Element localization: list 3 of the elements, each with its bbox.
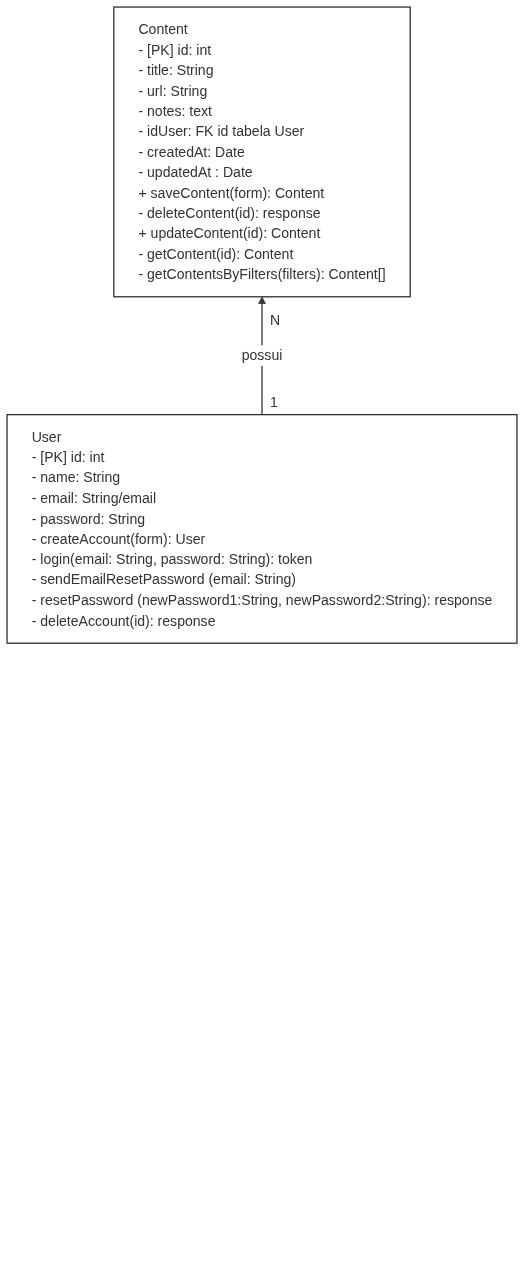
- node-box: User - [PK] id: int - name: String - email: String/email - password: String - createAccount(form): User - login(email: String, password: String): token - sendEmailResetPassword (email: String) - resetPassword (newPassword1:String, newPassword2:String): response - deleteAccount(id): response: [6, 413, 518, 644]
- node-box: Content - [PK] id: int - title: String - url: String - notes: text - idUser: FK id tabela User - createdAt: Date - updatedAt : Date + saveContent(form): Content - deleteContent(id): response + updateContent(id): Content - getContent(id): Content - getContentsByFilters(filters): Content[]: [113, 6, 411, 298]
- edge-label: possui: [241, 347, 283, 363]
